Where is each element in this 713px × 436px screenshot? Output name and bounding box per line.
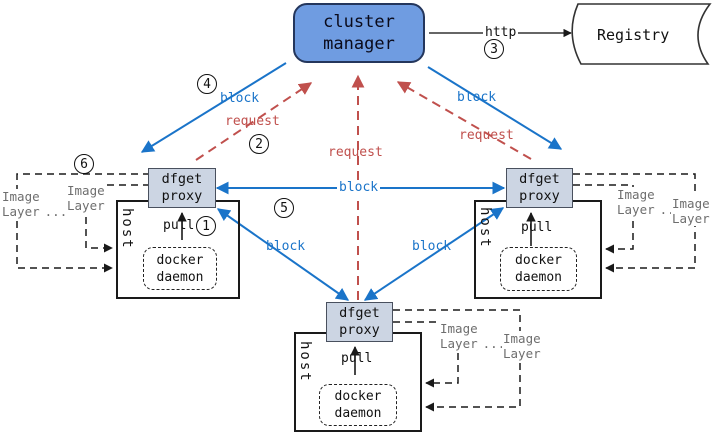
- ellipsis: ...: [44, 204, 68, 219]
- host-label-right: host: [477, 207, 493, 249]
- request-label-bottom: request: [328, 145, 383, 160]
- request-label-left: request: [225, 114, 280, 129]
- step-number: 4: [203, 76, 211, 92]
- daemon-label-line1: docker: [156, 252, 204, 268]
- image-word: Image: [440, 321, 478, 336]
- step-circle-3: 3: [484, 39, 504, 59]
- proxy-label-line2: proxy: [161, 188, 203, 204]
- http-label: http: [483, 25, 519, 40]
- image-word: Image: [503, 331, 541, 346]
- block-arrow-cm-right: [427, 66, 563, 150]
- step-number: 1: [202, 218, 210, 234]
- docker-daemon-node-left: docker daemon: [143, 247, 217, 290]
- layer-word: Layer: [617, 202, 655, 217]
- step-number: 2: [255, 136, 263, 152]
- docker-daemon-node-bottom: docker daemon: [319, 384, 397, 426]
- dfget-proxy-node-bottom: dfget proxy: [326, 302, 393, 342]
- daemon-label-line2: daemon: [156, 269, 204, 285]
- block-label-cm-right: block: [457, 90, 497, 105]
- registry-label: Registry: [597, 26, 670, 44]
- dfget-proxy-node-left: dfget proxy: [148, 168, 216, 208]
- cluster-manager-label-line2: manager: [323, 34, 395, 54]
- block-label-right-diagonal: block: [412, 239, 452, 254]
- block-label-cm-left: block: [220, 91, 260, 106]
- image-layer-path-bottom-outer: [393, 309, 521, 412]
- step-circle-5: 5: [274, 198, 294, 218]
- registry-shape: [571, 3, 712, 65]
- step-number: 6: [80, 156, 88, 172]
- proxy-label-line2: proxy: [519, 188, 560, 204]
- pull-label-bottom: pull: [341, 351, 373, 366]
- image-word: Image: [2, 189, 40, 204]
- proxy-label-line2: proxy: [339, 322, 380, 338]
- request-label-right: request: [459, 128, 514, 143]
- image-word: Image: [617, 187, 655, 202]
- request-arrow-right-cm: [396, 81, 532, 160]
- image-layer-label-right-outer: Image Layer: [671, 196, 711, 226]
- proxy-label-line1: dfget: [339, 305, 380, 321]
- image-layer-label-bottom-inner: Image Layer...: [439, 321, 507, 351]
- layer-word: Layer: [672, 211, 710, 226]
- layer-word: Layer: [440, 336, 478, 351]
- image-layer-path-left-outer: [16, 173, 150, 273]
- step-circle-2: 2: [249, 134, 269, 154]
- daemon-label-line1: docker: [515, 253, 562, 268]
- host-label-left: host: [119, 208, 135, 250]
- daemon-label-line2: daemon: [334, 406, 382, 421]
- block-arrow-right-bottom: [363, 207, 505, 301]
- block-arrow-cm-left: [140, 62, 287, 153]
- image-word: Image: [672, 196, 710, 211]
- step-circle-1: 1: [196, 216, 216, 236]
- daemon-label-line1: docker: [334, 389, 382, 404]
- layer-word: Layer: [503, 346, 541, 361]
- host-label-bottom: host: [297, 341, 313, 383]
- cluster-manager-node: cluster manager: [293, 3, 425, 63]
- layer-word: Layer: [67, 198, 105, 213]
- dfget-proxy-node-right: dfget proxy: [506, 168, 573, 208]
- step-circle-4: 4: [197, 74, 217, 94]
- ellipsis: ...: [482, 336, 506, 351]
- block-label-horizontal: block: [337, 180, 381, 195]
- image-word: Image: [67, 183, 105, 198]
- cluster-manager-label-line1: cluster: [323, 12, 395, 32]
- step-circle-6: 6: [74, 154, 94, 174]
- image-layer-label-bottom-outer: Image Layer: [502, 331, 542, 361]
- proxy-label-line1: dfget: [519, 171, 560, 187]
- layer-word: Layer: [2, 204, 40, 219]
- image-layer-label-left-inner: Image Layer: [66, 183, 106, 213]
- image-layer-label-left-outer: Image Layer...: [1, 189, 69, 219]
- daemon-label-line2: daemon: [515, 270, 562, 285]
- step-number: 3: [490, 41, 498, 57]
- docker-daemon-node-right: docker daemon: [500, 247, 577, 291]
- step-number: 5: [280, 200, 288, 216]
- pull-label-right: pull: [521, 220, 553, 235]
- pull-label-left: pull: [163, 218, 195, 233]
- proxy-label-line1: dfget: [161, 171, 203, 187]
- block-label-left-diagonal: block: [266, 239, 306, 254]
- image-layer-path-right-inner: [573, 184, 634, 254]
- request-arrow-left-cm: [195, 82, 313, 161]
